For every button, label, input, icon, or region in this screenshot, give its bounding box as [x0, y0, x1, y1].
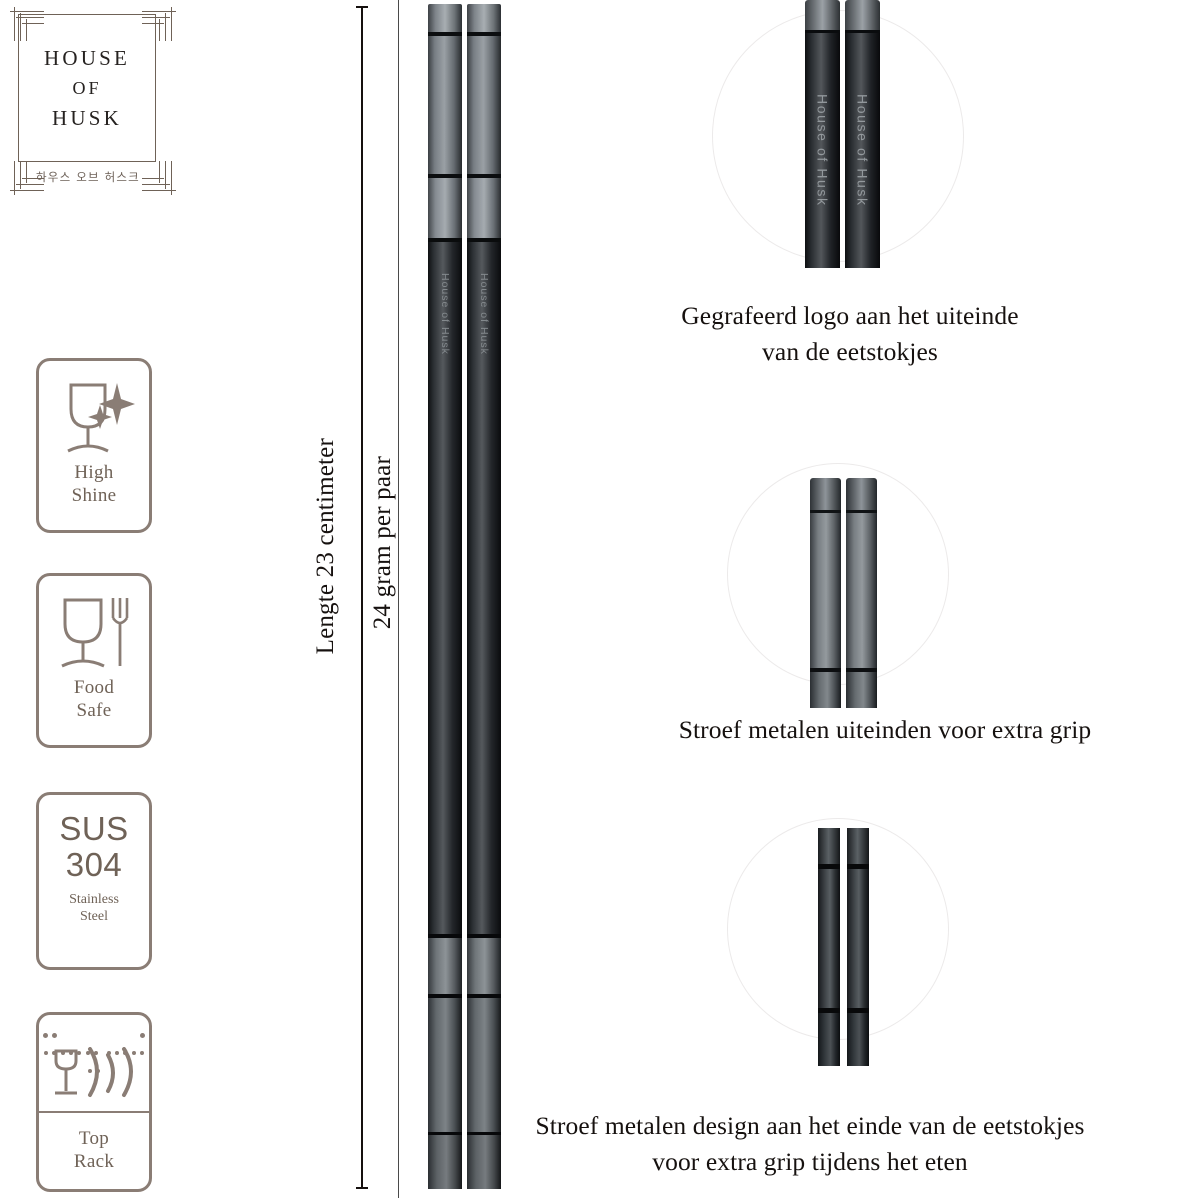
glass-sparkle-icon — [51, 375, 137, 461]
chopstick-right: House of Husk — [467, 4, 501, 1189]
badge-sus-304: SUS 304 Stainless Steel — [36, 792, 152, 970]
badge-high-shine-label-2: Shine — [71, 485, 117, 507]
logo-line-of: OF — [72, 77, 102, 98]
badge-high-shine-label-1: High — [74, 462, 114, 483]
badge-food-safe: Food Safe — [36, 573, 152, 748]
caption-textured-ends-line-1: Stroef metalen uiteinden voor extra grip — [678, 715, 1092, 744]
badge-top-rack: Top Rack — [36, 1012, 152, 1192]
caption-engraved-logo-line-1: Gegrafeerd logo aan het uiteinde — [681, 301, 1019, 330]
badge-top-rack-label-1: Top — [78, 1128, 110, 1149]
detail-image-grip-tips — [818, 828, 874, 1066]
caption-engraved-logo-line-2: van de eetstokjes — [762, 337, 938, 367]
weight-measure-line — [398, 0, 400, 1198]
badge-sus-304-sub-1: Stainless — [69, 892, 119, 908]
badge-sus-304-big-1: SUS — [59, 810, 129, 847]
detail-image-engraved-logo: House of Husk House of Husk — [805, 0, 885, 268]
brand-logo: HOUSE OF HUSK 하우스 오브 허스크 — [8, 6, 178, 196]
dishwasher-rack-icon — [39, 1015, 149, 1113]
length-measure-line — [356, 6, 368, 1189]
detail-engraving-text-left: House of Husk — [814, 94, 831, 207]
badge-sus-304-sub-2: Steel — [80, 909, 108, 925]
detail-engraving-text-right: House of Husk — [854, 94, 871, 207]
caption-grip-tips-line-1: Stroef metalen design aan het einde van … — [535, 1111, 1085, 1140]
badge-food-safe-label-2: Safe — [76, 700, 112, 722]
logo-korean-subtitle: 하우스 오브 허스크 — [36, 170, 140, 184]
badge-sus-304-big-2: 304 — [65, 845, 123, 883]
chopstick-left: House of Husk — [428, 4, 462, 1189]
logo-line-house: HOUSE — [43, 45, 130, 70]
glass-fork-icon — [51, 590, 137, 676]
logo-corner-ornament-top-left — [10, 7, 50, 47]
badge-food-safe-label-1: Food — [73, 677, 115, 698]
caption-textured-ends: Stroef metalen uiteinden voor extra grip — [600, 712, 1170, 748]
caption-grip-tips: Stroef metalen design aan het einde van … — [490, 1108, 1130, 1180]
badge-top-rack-label-2: Rack — [73, 1151, 115, 1173]
logo-frame — [18, 14, 156, 162]
caption-grip-tips-line-2: voor extra grip tijdens het eten — [652, 1147, 968, 1177]
rack-dots — [39, 1026, 149, 1080]
caption-engraved-logo: Gegrafeerd logo aan het uiteinde van de … — [600, 298, 1100, 370]
engraving-text-left: House of Husk — [439, 273, 451, 355]
engraving-text-right: House of Husk — [478, 273, 490, 355]
length-label: Lengte 23 centimeter — [312, 438, 339, 655]
logo-line-husk: HUSK — [52, 106, 122, 131]
chopsticks-main-image: House of Husk House of Husk — [428, 4, 508, 1189]
weight-label: 24 gram per paar — [369, 456, 396, 630]
detail-image-textured-ends — [810, 478, 880, 708]
badge-high-shine: High Shine — [36, 358, 152, 533]
